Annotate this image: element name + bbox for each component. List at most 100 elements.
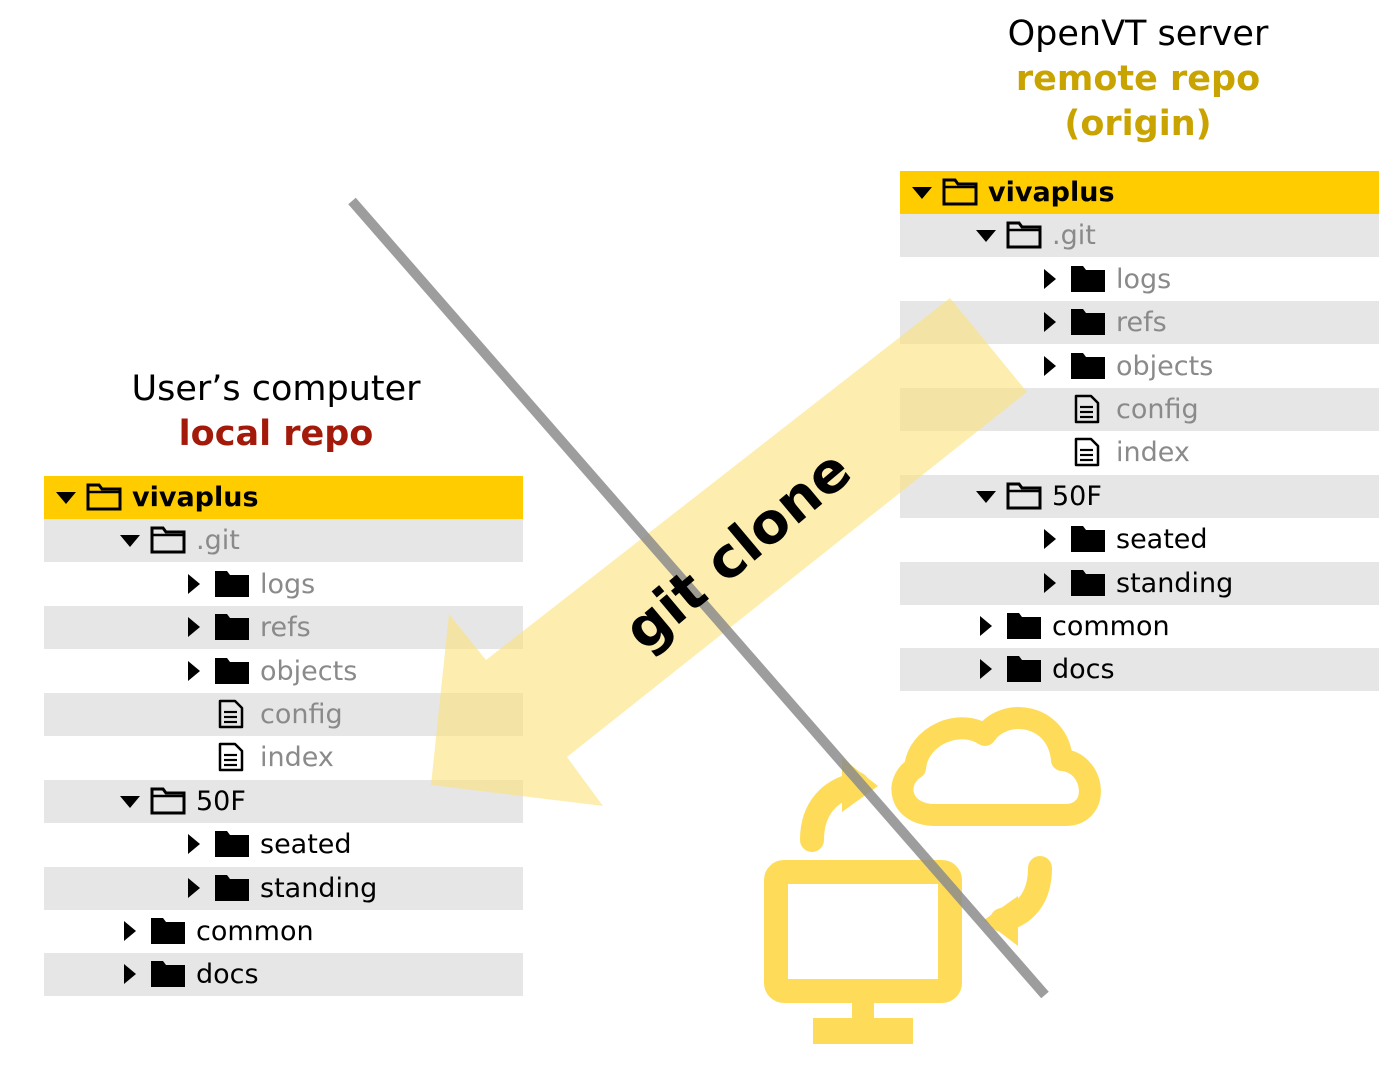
collapsed-caret-icon[interactable] — [124, 921, 136, 941]
tree-row-common[interactable]: common — [900, 605, 1379, 648]
expanded-caret-icon[interactable] — [120, 535, 140, 548]
collapsed-caret-icon[interactable] — [980, 616, 992, 636]
tree-row-logs[interactable]: logs — [900, 258, 1379, 301]
tree-row-standing[interactable]: standing — [44, 866, 523, 910]
tree-row-logs[interactable]: logs — [44, 563, 523, 606]
tree-row-50f[interactable]: 50F — [44, 779, 523, 823]
tree-row-label: common — [1052, 611, 1170, 642]
collapsed-caret-icon[interactable] — [1044, 529, 1056, 550]
folder-icon — [1070, 264, 1106, 298]
expanded-caret-icon[interactable] — [56, 492, 76, 504]
tree-row-label: objects — [1116, 350, 1214, 382]
folder-icon — [1006, 654, 1042, 688]
tree-row-label: refs — [1116, 307, 1167, 339]
tree-row-label: index — [1116, 437, 1190, 469]
folder-icon — [150, 916, 186, 950]
file-icon — [1073, 437, 1101, 471]
folder-icon — [1006, 611, 1042, 645]
expanded-caret-icon[interactable] — [912, 187, 932, 199]
collapsed-caret-icon[interactable] — [188, 573, 200, 594]
tree-row-common[interactable]: common — [44, 910, 523, 953]
local-heading-subtitle: local repo — [178, 414, 374, 454]
folder-icon — [214, 656, 250, 690]
tree-row-label: docs — [1052, 654, 1115, 686]
collapsed-caret-icon[interactable] — [1044, 268, 1056, 289]
tree-row-label: standing — [260, 872, 378, 904]
collapsed-caret-icon[interactable] — [124, 964, 136, 985]
tree-row-label: index — [260, 742, 334, 774]
remote-file-tree: vivaplus .git logs refs objects config index 50… — [900, 171, 1379, 692]
git-clone-arrow — [431, 298, 1027, 806]
folder-icon — [214, 873, 250, 907]
tree-row-label: 50F — [1052, 480, 1102, 512]
tree-row-docs[interactable]: docs — [900, 648, 1379, 692]
tree-row-label: seated — [1116, 524, 1208, 556]
folder-icon — [150, 959, 186, 993]
file-icon — [1073, 394, 1101, 428]
collapsed-caret-icon[interactable] — [188, 877, 200, 898]
tree-row-index[interactable]: index — [44, 736, 523, 779]
tree-row-git[interactable]: .git — [900, 214, 1379, 258]
expanded-caret-icon[interactable] — [976, 230, 996, 243]
tree-row-label: common — [196, 916, 314, 947]
tree-row-refs[interactable]: refs — [44, 606, 523, 650]
divider-line — [348, 197, 1049, 999]
tree-row-seated[interactable]: seated — [900, 518, 1379, 561]
tree-row-docs[interactable]: docs — [44, 953, 523, 997]
folder-icon — [1070, 568, 1106, 602]
tree-row-label: docs — [196, 959, 259, 991]
tree-row-vivaplus[interactable]: vivaplus — [44, 476, 523, 519]
tree-row-index[interactable]: index — [900, 431, 1379, 474]
local-heading: User’s computer local repo — [76, 367, 476, 457]
collapsed-caret-icon[interactable] — [188, 660, 200, 681]
collapsed-caret-icon[interactable] — [1044, 355, 1056, 376]
tree-row-label: objects — [260, 655, 358, 687]
remote-heading-title: OpenVT server — [1007, 14, 1269, 54]
tree-row-refs[interactable]: refs — [900, 301, 1379, 345]
tree-row-label: 50F — [196, 785, 246, 817]
collapsed-caret-icon[interactable] — [1044, 312, 1056, 333]
collapsed-caret-icon[interactable] — [188, 617, 200, 638]
collapsed-caret-icon[interactable] — [980, 659, 992, 680]
folder-icon — [214, 612, 250, 646]
folder-icon — [1070, 307, 1106, 341]
tree-row-label: logs — [1116, 263, 1172, 295]
tree-row-objects[interactable]: objects — [44, 650, 523, 693]
tree-row-git[interactable]: .git — [44, 519, 523, 563]
tree-row-50f[interactable]: 50F — [900, 474, 1379, 518]
remote-heading-subtitle: remote repo — [1015, 59, 1261, 99]
tree-row-label: logs — [260, 568, 316, 600]
local-heading-title: User’s computer — [131, 369, 421, 409]
collapsed-caret-icon[interactable] — [1044, 572, 1056, 593]
open-folder-icon — [1006, 220, 1042, 254]
file-icon — [217, 742, 245, 776]
open-folder-icon — [86, 482, 122, 516]
open-folder-icon — [1006, 481, 1042, 515]
folder-icon — [1070, 351, 1106, 385]
remote-heading: OpenVT server remote repo (origin) — [940, 12, 1336, 147]
open-folder-icon — [942, 177, 978, 211]
tree-row-standing[interactable]: standing — [900, 561, 1379, 605]
collapsed-caret-icon[interactable] — [188, 834, 200, 855]
open-folder-icon — [150, 525, 186, 559]
tree-row-label: .git — [1052, 220, 1096, 252]
tree-row-label: standing — [1116, 567, 1234, 599]
tree-row-label: refs — [260, 612, 311, 644]
tree-row-vivaplus[interactable]: vivaplus — [900, 171, 1379, 214]
tree-row-label: seated — [260, 829, 352, 861]
open-folder-icon — [150, 786, 186, 820]
tree-row-label: config — [260, 699, 343, 730]
tree-row-label: vivaplus — [132, 482, 259, 513]
folder-icon — [214, 569, 250, 603]
file-icon — [217, 699, 245, 733]
tree-row-objects[interactable]: objects — [900, 345, 1379, 388]
tree-row-label: config — [1116, 394, 1199, 425]
expanded-caret-icon[interactable] — [976, 490, 996, 503]
expanded-caret-icon[interactable] — [120, 795, 140, 808]
local-file-tree: vivaplus .git logs refs objects config index 50… — [44, 476, 523, 997]
computer-cloud-sync-icon — [764, 707, 1101, 1044]
tree-row-label: vivaplus — [988, 177, 1115, 208]
tree-row-seated[interactable]: seated — [44, 823, 523, 866]
remote-heading-origin: (origin) — [1064, 104, 1212, 144]
